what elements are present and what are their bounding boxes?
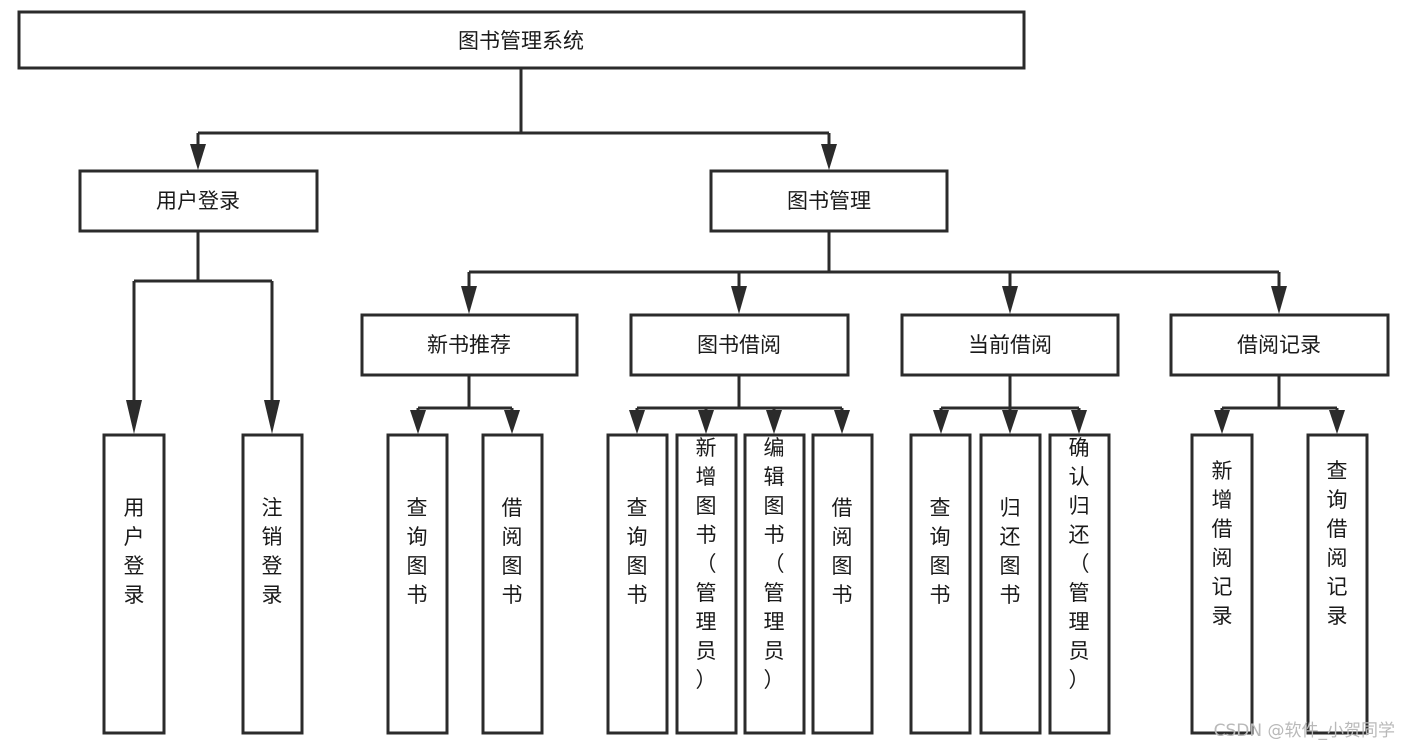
watermark-text: CSDN @软件_小贺同学 <box>1213 721 1395 741</box>
leaf-confirm-return-label: 确认归还（管理员） <box>1069 436 1090 692</box>
node-book-borrow-box[interactable] <box>629 313 850 377</box>
node-borrow-record-label: 借阅记录 <box>1237 333 1321 357</box>
leaf-query-book-1[interactable]: 查询图书 <box>386 433 449 735</box>
node-root[interactable]: 图书管理系统 <box>17 10 1026 70</box>
arrow-book-borrow <box>731 286 747 314</box>
leaf-return-book[interactable]: 归还图书 <box>979 433 1042 735</box>
node-new-book-rec[interactable]: 新书推荐 <box>360 313 579 377</box>
leaf-logout-box[interactable] <box>241 433 304 735</box>
edges-layer <box>126 68 1345 434</box>
arrow-borrow-record <box>1271 286 1287 314</box>
node-book-borrow[interactable]: 图书借阅 <box>629 313 850 377</box>
node-book-borrow-label: 图书借阅 <box>697 333 781 357</box>
leaf-add-record[interactable]: 新增借阅记录 <box>1190 433 1254 735</box>
arrow-leaf-confirm-return <box>1071 410 1087 434</box>
leaf-add-record-label: 新增借阅记录 <box>1212 459 1233 628</box>
leaf-return-book-label: 归还图书 <box>1000 496 1021 607</box>
leaf-add-book-box[interactable] <box>675 433 738 735</box>
node-new-book-rec-label: 新书推荐 <box>427 333 511 357</box>
leaf-query-book-3-box[interactable] <box>909 433 972 735</box>
arrow-leaf-query-book-2 <box>629 410 645 434</box>
leaf-query-book-3-label: 查询图书 <box>930 496 951 607</box>
node-borrow-record-box[interactable] <box>1169 313 1390 377</box>
node-user-login[interactable]: 用户登录 <box>78 169 319 233</box>
node-current-borrow-label: 当前借阅 <box>968 333 1052 357</box>
leaf-query-book-1-box[interactable] <box>386 433 449 735</box>
leaf-user-login-label: 用户登录 <box>124 496 145 607</box>
node-book-mgmt[interactable]: 图书管理 <box>709 169 949 233</box>
node-root-box[interactable] <box>17 10 1026 70</box>
arrow-current-borrow <box>1002 286 1018 314</box>
arrow-leaf-add-record <box>1214 410 1230 434</box>
arrow-leaf-borrow-book-2 <box>834 410 850 434</box>
leaf-query-record-label: 查询借阅记录 <box>1327 459 1348 628</box>
node-root-label: 图书管理系统 <box>458 29 584 53</box>
arrow-leaf-user-login <box>126 400 142 434</box>
node-user-login-label: 用户登录 <box>156 189 240 213</box>
leaf-edit-book-box[interactable] <box>743 433 806 735</box>
leaf-edit-book-label: 编辑图书（管理员） <box>764 436 785 692</box>
leaf-query-record-box[interactable] <box>1306 433 1369 735</box>
node-current-borrow[interactable]: 当前借阅 <box>900 313 1120 377</box>
leaf-add-book-label: 新增图书（管理员） <box>696 436 717 692</box>
node-new-book-rec-box[interactable] <box>360 313 579 377</box>
leaf-logout-label: 注销登录 <box>262 496 283 607</box>
leaf-query-book-3[interactable]: 查询图书 <box>909 433 972 735</box>
arrow-leaf-borrow-book-1 <box>504 410 520 434</box>
arrow-book-mgmt <box>821 144 837 170</box>
leaf-user-login[interactable]: 用户登录 <box>102 433 166 735</box>
leaf-return-book-box[interactable] <box>979 433 1042 735</box>
leaf-query-book-2[interactable]: 查询图书 <box>606 433 669 735</box>
arrow-user-login <box>190 144 206 170</box>
leaf-borrow-book-1-label: 借阅图书 <box>502 496 523 607</box>
leaf-query-book-2-box[interactable] <box>606 433 669 735</box>
leaf-confirm-return[interactable]: 确认归还（管理员） <box>1048 433 1111 735</box>
leaf-add-record-box[interactable] <box>1190 433 1254 735</box>
node-current-borrow-box[interactable] <box>900 313 1120 377</box>
arrow-leaf-add-book <box>698 410 714 434</box>
leaf-user-login-box[interactable] <box>102 433 166 735</box>
leaf-add-book[interactable]: 新增图书（管理员） <box>675 433 738 735</box>
arrow-leaf-return-book <box>1002 410 1018 434</box>
nodes-layer: 图书管理系统 用户登录 图书管理 新书推荐 图书借阅 当前 <box>17 10 1390 735</box>
leaf-query-book-1-label: 查询图书 <box>407 496 428 607</box>
arrow-leaf-logout <box>264 400 280 434</box>
leaf-borrow-book-1-box[interactable] <box>481 433 544 735</box>
node-book-mgmt-box[interactable] <box>709 169 949 233</box>
node-borrow-record[interactable]: 借阅记录 <box>1169 313 1390 377</box>
leaf-borrow-book-2-label: 借阅图书 <box>832 496 853 607</box>
node-user-login-box[interactable] <box>78 169 319 233</box>
leaf-confirm-return-box[interactable] <box>1048 433 1111 735</box>
arrow-new-book-rec <box>461 286 477 314</box>
leaf-borrow-book-1[interactable]: 借阅图书 <box>481 433 544 735</box>
leaf-query-record[interactable]: 查询借阅记录 <box>1306 433 1369 735</box>
leaf-borrow-book-2-box[interactable] <box>811 433 874 735</box>
leaf-edit-book[interactable]: 编辑图书（管理员） <box>743 433 806 735</box>
leaf-logout[interactable]: 注销登录 <box>241 433 304 735</box>
arrow-leaf-query-book-3 <box>933 410 949 434</box>
node-book-mgmt-label: 图书管理 <box>787 189 871 213</box>
leaf-query-book-2-label: 查询图书 <box>627 496 648 607</box>
arrow-leaf-query-book-1 <box>410 410 426 434</box>
arrow-leaf-query-record <box>1329 410 1345 434</box>
arrow-leaf-edit-book <box>766 410 782 434</box>
leaf-borrow-book-2[interactable]: 借阅图书 <box>811 433 874 735</box>
